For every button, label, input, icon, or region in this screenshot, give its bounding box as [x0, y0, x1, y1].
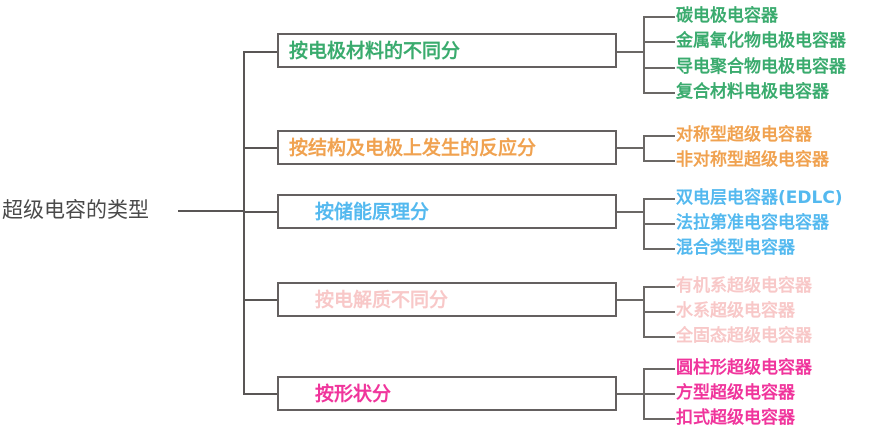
leaf-group-stem-5 [617, 393, 644, 395]
category-box-electrolyte[interactable]: 按电解质不同分 [277, 282, 617, 317]
leaf-stub-2-2 [643, 160, 675, 162]
leaf-group-stem-2 [617, 147, 644, 149]
leaf-label: 扣式超级电容器 [676, 408, 795, 428]
leaf-label: 混合类型电容器 [676, 238, 795, 258]
leaf-stub-3-2 [643, 223, 675, 225]
leaf-group-stem-3 [617, 211, 644, 213]
leaf-group-spine-1 [643, 16, 645, 92]
category-label: 按电解质不同分 [315, 288, 449, 311]
leaf-stub-2-1 [643, 135, 675, 137]
root-node-label: 超级电容的类型 [2, 198, 149, 222]
leaf-stub-3-1 [643, 198, 675, 200]
leaf-stub-5-1 [643, 368, 675, 370]
leaf-group-stem-1 [617, 51, 644, 53]
leaf-label: 金属氧化物电极电容器 [676, 31, 846, 51]
leaf-stub-5-2 [643, 393, 675, 395]
root-stem-line [178, 210, 244, 212]
branch-connector-4 [243, 299, 278, 301]
branch-connector-5 [243, 393, 278, 395]
leaf-label: 法拉第准电容电容器 [676, 213, 829, 233]
leaf-stub-4-2 [643, 311, 675, 313]
leaf-stub-5-3 [643, 418, 675, 420]
leaf-label: 方型超级电容器 [676, 383, 795, 403]
category-box-energy-storage-principle[interactable]: 按储能原理分 [277, 194, 617, 229]
branch-connector-1 [243, 51, 278, 53]
leaf-stub-4-1 [643, 286, 675, 288]
category-box-shape[interactable]: 按形状分 [277, 376, 617, 411]
leaf-label: 对称型超级电容器 [676, 125, 812, 145]
leaf-stub-1-2 [643, 41, 675, 43]
leaf-group-spine-2 [643, 135, 645, 160]
leaf-group-stem-4 [617, 299, 644, 301]
category-label: 按储能原理分 [315, 200, 430, 223]
leaf-stub-1-3 [643, 67, 675, 69]
leaf-label: 导电聚合物电极电容器 [676, 57, 846, 77]
leaf-label: 非对称型超级电容器 [676, 150, 829, 170]
leaf-label: 双电层电容器(EDLC) [676, 188, 843, 208]
leaf-stub-4-3 [643, 336, 675, 338]
category-label: 按形状分 [315, 382, 392, 405]
category-box-structure-reaction[interactable]: 按结构及电极上发生的反应分 [277, 130, 617, 165]
branch-connector-2 [243, 147, 278, 149]
leaf-label: 水系超级电容器 [676, 301, 795, 321]
leaf-label: 圆柱形超级电容器 [676, 358, 812, 378]
leaf-label: 复合材料电极电容器 [676, 82, 829, 102]
category-box-electrode-material[interactable]: 按电极材料的不同分 [277, 33, 617, 68]
leaf-label: 碳电极电容器 [676, 6, 778, 26]
leaf-label: 有机系超级电容器 [676, 276, 812, 296]
leaf-stub-3-3 [643, 248, 675, 250]
category-label: 按电极材料的不同分 [289, 39, 461, 62]
branch-connector-3 [243, 211, 278, 213]
main-trunk-line [243, 51, 245, 393]
category-label: 按结构及电极上发生的反应分 [289, 136, 537, 159]
leaf-stub-1-1 [643, 16, 675, 18]
leaf-stub-1-4 [643, 92, 675, 94]
leaf-label: 全固态超级电容器 [676, 326, 812, 346]
